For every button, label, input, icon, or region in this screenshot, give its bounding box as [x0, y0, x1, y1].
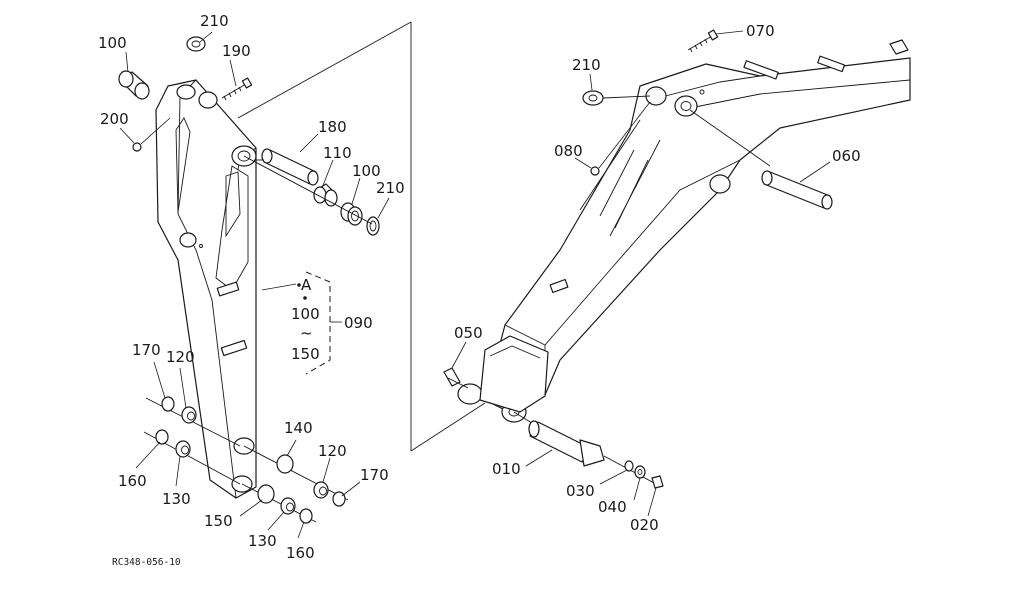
callout-160-left: 160	[118, 472, 147, 490]
callout-080: 080	[554, 142, 583, 160]
pin-010	[513, 411, 605, 467]
callout-030: 030	[566, 482, 595, 500]
range-bracket	[261, 271, 342, 375]
callout-210-right: 210	[572, 56, 601, 74]
callout-150: 150	[204, 512, 233, 530]
callout-060: 060	[832, 147, 861, 165]
callout-120-right: 120	[318, 442, 347, 460]
callout-160-bottom: 160	[286, 544, 315, 562]
callout-190: 190	[222, 42, 251, 60]
callout-170-right: 170	[360, 466, 389, 484]
bushing-100-top	[118, 70, 150, 100]
bolt-070	[687, 29, 719, 53]
washer-210-right	[582, 90, 651, 106]
callout-090: 090	[344, 314, 373, 332]
lower-left-parts	[143, 396, 241, 485]
range-mid-label: 100	[291, 305, 320, 323]
pin-060	[689, 109, 833, 210]
lower-right-parts	[241, 445, 349, 524]
callout-180: 180	[318, 118, 347, 136]
callout-100-top: 100	[98, 34, 127, 52]
callout-130-left: 130	[162, 490, 191, 508]
callout-050: 050	[454, 324, 483, 342]
callout-210-mid: 210	[376, 179, 405, 197]
bolt-190	[221, 77, 253, 101]
washer-210-top	[186, 36, 206, 52]
grease-nipple-050	[443, 367, 469, 389]
callout-010: 010	[492, 460, 521, 478]
callout-labels: 210 100 190 200 180 110 100 210 A 100 ~ …	[98, 12, 861, 562]
range-tilde: ~	[300, 324, 313, 342]
washer-210-mid	[366, 216, 380, 236]
callout-040: 040	[598, 498, 627, 516]
arm-assembly	[155, 79, 257, 499]
projection-lines	[237, 21, 486, 452]
callout-140: 140	[284, 419, 313, 437]
grease-nipple-200	[132, 117, 171, 152]
callout-020: 020	[630, 516, 659, 534]
pin-180	[256, 148, 319, 186]
drawing-reference-code: RC348-056-10	[112, 557, 181, 568]
callout-170-left: 170	[132, 341, 161, 359]
callout-100-mid: 100	[352, 162, 381, 180]
callout-120-left: 120	[166, 348, 195, 366]
range-bottom-label: 150	[291, 345, 320, 363]
boom-assembly	[457, 39, 911, 423]
callout-130-bottom: 130	[248, 532, 277, 550]
callout-210-top: 210	[200, 12, 229, 30]
callout-110: 110	[323, 144, 352, 162]
grease-nipple-080	[590, 101, 651, 176]
callout-200: 200	[100, 110, 129, 128]
leader-lines	[119, 30, 831, 539]
bushing-100-mid	[340, 202, 363, 226]
range-top-label: A	[301, 276, 312, 294]
callout-070: 070	[746, 22, 775, 40]
fasteners-020-030-040	[603, 455, 664, 489]
